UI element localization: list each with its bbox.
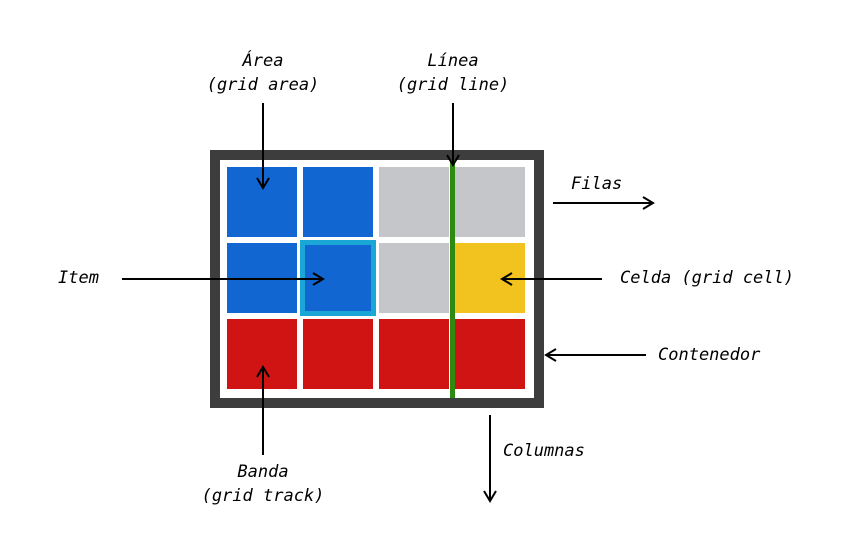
grid-cell-r2-c3: [379, 243, 449, 313]
grid-line-label: Línea (grid line): [383, 49, 523, 97]
grid-container: [210, 150, 544, 408]
track-label-line2: (grid track): [201, 486, 325, 506]
grid-cell-r3-c4: [455, 319, 525, 389]
grid-cell-r1-c3: [379, 167, 449, 237]
grid-line-marker: [450, 160, 455, 398]
rows-label: Filas: [571, 174, 623, 194]
area-label-line2: (grid area): [206, 75, 320, 95]
grid-cell-r3-c3: [379, 319, 449, 389]
item-label: Item: [58, 268, 99, 288]
area-label-line1: Área: [242, 51, 284, 71]
cell-label: Celda (grid cell): [620, 268, 794, 288]
track-label-line1: Banda: [237, 462, 289, 482]
grid-line-label-line2: (grid line): [396, 75, 510, 95]
track-label: Banda (grid track): [193, 460, 333, 508]
grid-cell-r1-c4: [455, 167, 525, 237]
area-label: Área (grid area): [193, 49, 333, 97]
grid-cell-r1-c2: [303, 167, 373, 237]
container-label: Contenedor: [658, 345, 761, 365]
columns-label: Columnas: [503, 441, 585, 461]
grid-inner: [220, 160, 534, 398]
grid-line-label-line1: Línea: [427, 51, 479, 71]
grid-cell-r3-c2: [303, 319, 373, 389]
